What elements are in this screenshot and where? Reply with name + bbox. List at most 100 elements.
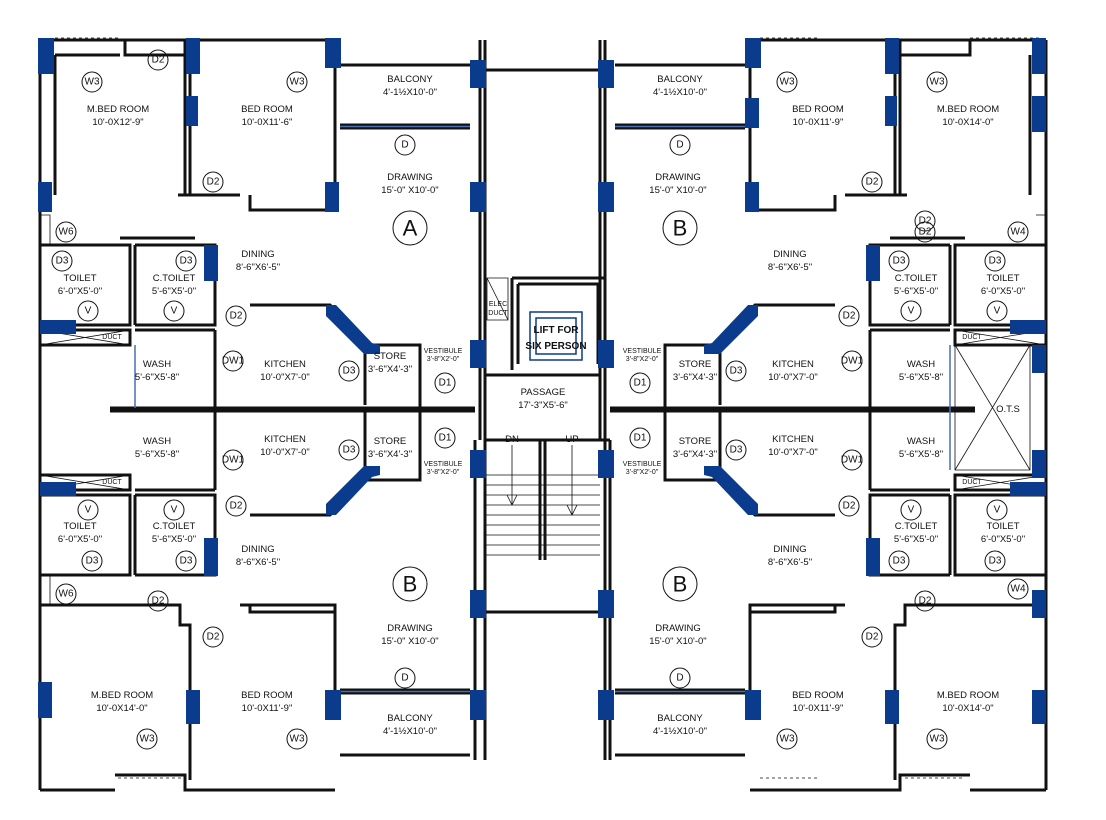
room-dimension: 4'-1½X10'-0"	[653, 726, 707, 737]
tag-mark: D2	[861, 626, 883, 648]
room-dimension: 8'-6"X6'-5"	[236, 557, 280, 568]
tag-text: D3	[989, 256, 1002, 267]
tag-mark: V	[986, 300, 1008, 322]
tag-circle	[55, 583, 77, 605]
tag-text: W4	[1011, 584, 1026, 595]
tag-circle	[629, 372, 651, 394]
room-dimension: 3'-8"X2'-0"	[626, 356, 659, 363]
passage-label: PASSAGE 17'-3"X5'-6"	[518, 387, 567, 411]
tag-mark: D2	[861, 171, 883, 193]
tag-mark: D3	[338, 360, 360, 382]
tag-circle	[986, 499, 1008, 521]
tag-circle	[222, 350, 244, 372]
room-name: BED ROOM	[792, 690, 844, 701]
tag-text: B	[673, 572, 688, 597]
tag-text: D2	[919, 216, 932, 227]
passage-dim: 17'-3"X5'-6"	[518, 400, 567, 411]
walls	[38, 38, 1048, 792]
tag-mark: D1	[434, 372, 456, 394]
tag-text: W3	[780, 77, 795, 88]
tag-text: D	[401, 673, 408, 684]
elec-duct-line-2: DUCT	[488, 310, 508, 317]
room-dimension: 10'-0X11'-9"	[242, 703, 293, 714]
room-dimension: 5'-6"X5'-8"	[899, 449, 943, 460]
tag-text: W3	[930, 734, 945, 745]
tag-text: V	[171, 306, 178, 317]
room-dimension: 5'-6"X5'-0"	[152, 534, 196, 545]
tag-circle	[838, 305, 860, 327]
tag-circle	[286, 71, 308, 93]
tag-mark: W4	[1007, 578, 1029, 600]
tag-mark: D2	[202, 171, 224, 193]
tag-text: V	[908, 505, 915, 516]
tag-circle	[725, 439, 747, 461]
room-dimension: 6'-0"X5'-0"	[58, 286, 102, 297]
room-dimension: 15'-0" X10'-0"	[649, 636, 706, 647]
room-name: WASH	[907, 436, 935, 447]
tag-mark: DW1	[841, 350, 864, 372]
tag-mark: D2	[147, 590, 169, 612]
tag-mark: DW1	[222, 350, 245, 372]
tag-mark: W3	[776, 728, 798, 750]
room-name: BED ROOM	[241, 690, 293, 701]
room-name: C.TOILET	[153, 273, 196, 284]
tag-text: D2	[866, 177, 879, 188]
tag-mark: W3	[136, 728, 158, 750]
room-name: C.TOILET	[895, 273, 938, 284]
tag-text: DW1	[222, 356, 245, 367]
tag-text: D1	[634, 378, 647, 389]
tag-circle	[900, 499, 922, 521]
tag-text: B	[403, 572, 418, 597]
tag-circle	[136, 728, 158, 750]
room-dimension: 10'-0"X7'-0"	[260, 372, 309, 383]
room-dimension: 4'-1½X10'-0"	[653, 87, 707, 98]
tag-mark: W3	[926, 728, 948, 750]
tag-mark: D2	[914, 221, 936, 243]
tag-mark: V	[77, 499, 99, 521]
room-dimension: 3'-6"X4'-3"	[368, 364, 412, 375]
tag-circle	[55, 221, 77, 243]
room-name: DRAWING	[655, 623, 701, 634]
tag-mark: W3	[81, 71, 103, 93]
tag-text: DUCT	[102, 334, 122, 341]
tag-circle	[914, 210, 936, 232]
tag-circle	[286, 728, 308, 750]
room-name: STORE	[679, 359, 712, 370]
tag-text: D2	[919, 227, 932, 238]
tag-text: D3	[180, 256, 193, 267]
flat-circle	[662, 210, 698, 246]
tag-mark: V	[900, 499, 922, 521]
tag-mark: D3	[338, 439, 360, 461]
tag-text: DUCT	[962, 479, 982, 486]
tag-mark: W6	[55, 583, 77, 605]
tag-mark: DUCT	[102, 479, 122, 486]
tag-circle	[175, 550, 197, 572]
tag-circle	[175, 250, 197, 272]
tag-mark: D3	[81, 550, 103, 572]
room-dimension: 10'-0X11'-6"	[242, 117, 293, 128]
tag-text: A	[403, 216, 418, 241]
room-name: M.BED ROOM	[937, 690, 999, 701]
tag-text: DUCT	[962, 334, 982, 341]
room-name: STORE	[374, 351, 407, 362]
tag-circle	[776, 71, 798, 93]
tag-circle	[147, 590, 169, 612]
room-name: M.BED ROOM	[91, 690, 153, 701]
